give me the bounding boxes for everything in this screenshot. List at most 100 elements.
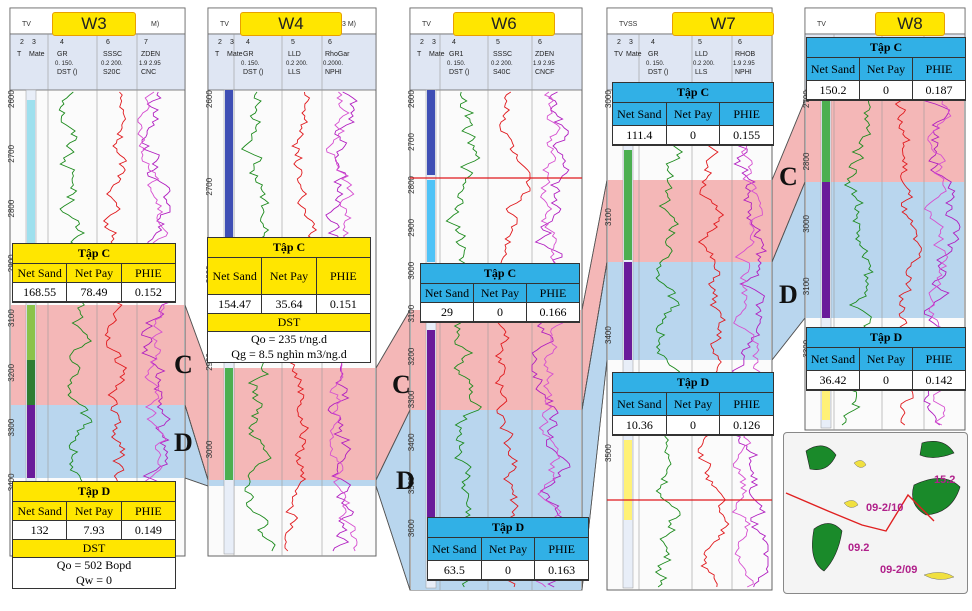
depth-label: 3000 (205, 440, 214, 458)
net-pay-header: Net Pay (262, 258, 317, 295)
curve-scale: 0. 150. (55, 61, 74, 67)
net-sand-value: 63.5 (428, 561, 482, 580)
net-pay-header: Net Pay (67, 502, 122, 521)
phie-value: 0.166 (527, 303, 579, 322)
depth-label: 2700 (407, 133, 416, 151)
correlation-lines (184, 99, 806, 591)
net-sand-header: Net Sand (613, 103, 667, 126)
curve-name: Mate (626, 51, 642, 58)
depth-label: 3600 (407, 519, 416, 537)
correlation-line (771, 317, 806, 361)
depth-label: 3200 (407, 347, 416, 365)
net-pay-value: 0 (474, 303, 527, 322)
map-label-3: 09.2 (848, 542, 869, 554)
field-polygon (912, 478, 961, 516)
phie-value: 0.149 (121, 521, 175, 540)
lithology-bar (427, 90, 435, 175)
field-polygon (919, 441, 955, 458)
curve-name-2: DST () (243, 69, 263, 76)
depth-label: 2600 (7, 90, 16, 108)
net-pay-header: Net Pay (860, 58, 913, 81)
phie-value: 0.163 (535, 561, 589, 580)
field-polygon (843, 500, 859, 508)
well-header-unit: M) (151, 21, 159, 28)
depth-label: 3300 (7, 418, 16, 436)
correlation-route (785, 492, 935, 532)
curve-scale: 0.2 200. (491, 61, 513, 67)
curve-name-2: LLS (695, 69, 708, 76)
track-number: 5 (291, 39, 295, 46)
track-number: 4 (60, 39, 64, 46)
curve-name-2: NPHI (735, 69, 752, 76)
phie-value: 0.155 (720, 126, 774, 145)
zone-d-fill (608, 262, 771, 360)
net-pay-value: 0 (666, 416, 721, 435)
curve-scale: 1.9 2.95 (139, 61, 161, 67)
well-header-unit: 3 M) (342, 21, 356, 28)
track-number: 2 (617, 39, 621, 46)
lithology-bar (624, 262, 632, 360)
curve-name: TV (614, 51, 623, 58)
track-number: 6 (106, 39, 110, 46)
zone-c-fill (209, 368, 375, 480)
net-pay-value: 0 (481, 561, 536, 580)
curve-name: ZDEN (535, 51, 554, 58)
lithology-bar (27, 360, 35, 405)
depth-label: 2600 (407, 90, 416, 108)
well-label-w8: W8 (875, 12, 945, 36)
curve-name: T (215, 51, 220, 58)
table-title: Tập C (613, 83, 773, 103)
track-number: 5 (496, 39, 500, 46)
zone-d-fill (806, 182, 964, 318)
net-pay-value: 7.93 (67, 521, 122, 540)
correlation-line (375, 309, 411, 369)
track-header (9, 33, 186, 91)
depth-label: 3400 (407, 433, 416, 451)
net-pay-header: Net Pay (860, 348, 913, 371)
correlation-line (771, 99, 806, 181)
depth-label: 3200 (7, 363, 16, 381)
depth-label: 2700 (205, 177, 214, 195)
depth-label: 2700 (7, 144, 16, 162)
dst-label: DST (208, 314, 370, 332)
curve-scale: 1.9 2.95 (533, 61, 555, 67)
neutron-curve (535, 91, 564, 588)
phie-value: 0.142 (913, 371, 965, 390)
net-pay-header: Net Pay (481, 538, 536, 561)
correlation-line (184, 477, 209, 487)
depth-label: 3500 (604, 444, 613, 462)
track-header (606, 33, 773, 91)
depth-label: 3100 (7, 309, 16, 327)
net-pay-header: Net Pay (474, 284, 527, 303)
neutron-curve (137, 91, 171, 552)
curve-name: GR (57, 51, 68, 58)
table-title: Tập D (13, 482, 175, 502)
track-number: 4 (452, 39, 456, 46)
net-sand-value: 168.55 (13, 283, 68, 302)
curve-name-2: DST () (57, 69, 77, 76)
track-number: 3 (230, 39, 234, 46)
net-pay-value: 0 (860, 81, 913, 100)
table-title: Tập C (13, 244, 175, 264)
net-sand-value: 10.36 (613, 416, 667, 435)
table-title: Tập D (807, 328, 965, 348)
track-number: 3 (432, 39, 436, 46)
resistivity-curve (494, 91, 531, 588)
track-number: 6 (738, 39, 742, 46)
phie-header: PHIE (720, 103, 774, 126)
depth-label: 2600 (205, 90, 214, 108)
lithology-bar (27, 405, 35, 478)
phie-header: PHIE (316, 258, 370, 295)
depth-label: 2900 (7, 254, 16, 272)
curve-name: T (417, 51, 422, 58)
curve-scale: 1.9 2.95 (733, 61, 755, 67)
depth-label: 2800 (7, 199, 16, 217)
net-sand-value: 36.42 (807, 371, 860, 390)
curve-name-2: CNC (141, 69, 156, 76)
dst-water-rate: Qw = 0 (75, 573, 113, 587)
zone-c-fill (411, 310, 581, 410)
